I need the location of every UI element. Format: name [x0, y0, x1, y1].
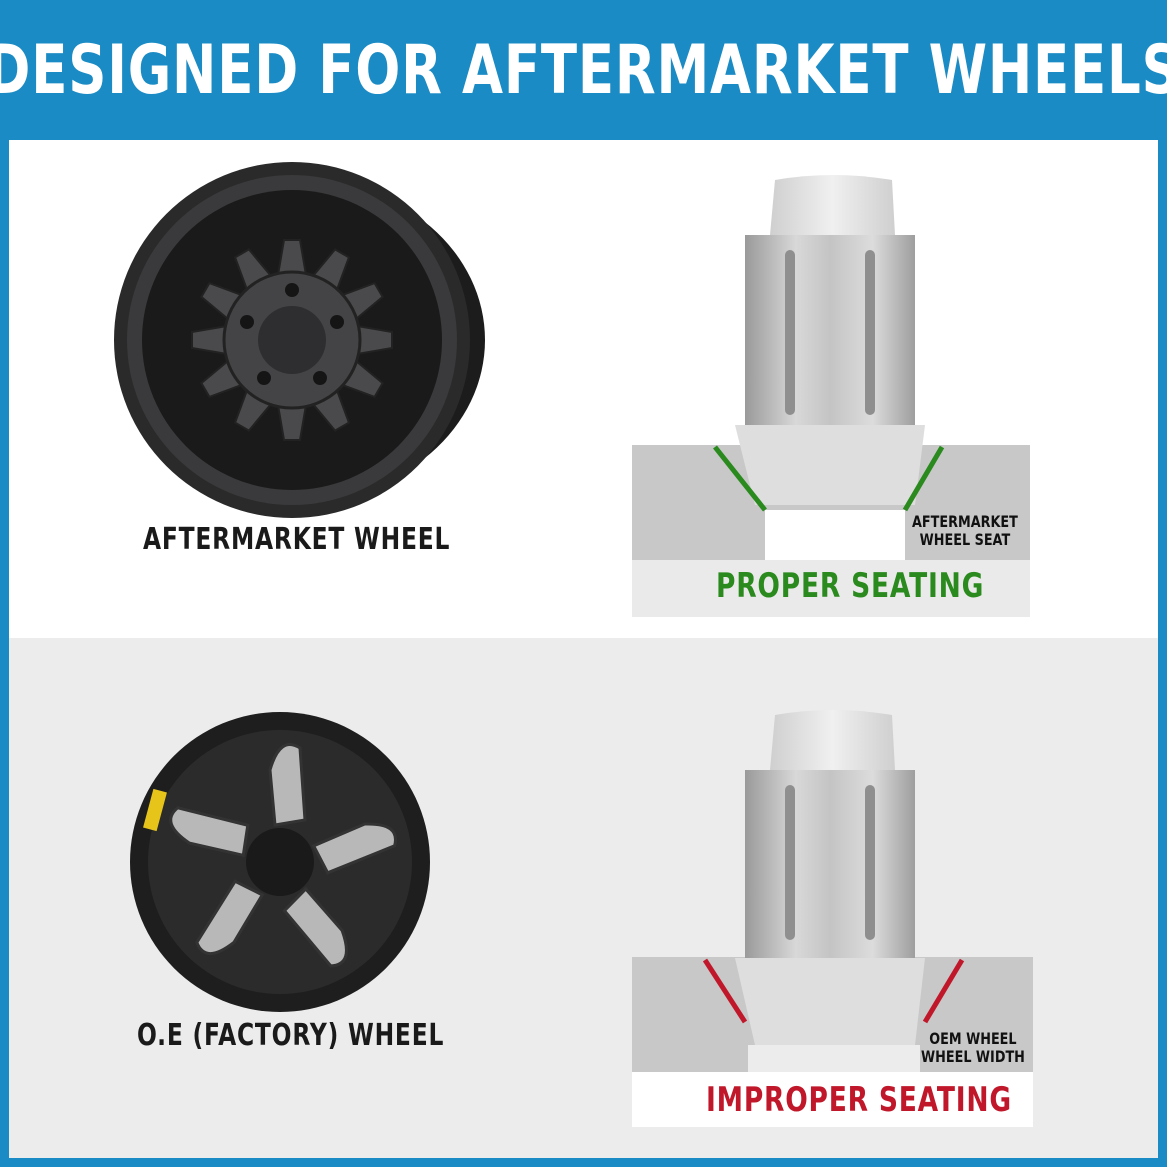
header: DESIGNED FOR AFTERMARKET WHEELS: [0, 0, 1167, 140]
improper-seating-diagram: [632, 710, 1033, 1127]
improper-seating-status: IMPROPER SEATING: [706, 1080, 1012, 1120]
proper-seating-diagram: [632, 175, 1030, 617]
aftermarket-seat-label: AFTERMARKET WHEEL SEAT: [912, 513, 1018, 549]
oem-wheel-label: O.E (FACTORY) WHEEL: [137, 1018, 445, 1053]
page-title: DESIGNED FOR AFTERMARKET WHEELS: [0, 30, 1167, 110]
seat-label-line1: OEM WHEEL: [929, 1029, 1017, 1048]
seat-label-line1: AFTERMARKET: [912, 512, 1018, 531]
oem-wheel-image: [130, 712, 430, 1012]
oem-seat-label: OEM WHEEL WHEEL WIDTH: [921, 1030, 1025, 1066]
seat-label-line2: WHEEL WIDTH: [921, 1047, 1025, 1066]
aftermarket-wheel-label: AFTERMARKET WHEEL: [143, 522, 451, 557]
proper-seating-status: PROPER SEATING: [716, 566, 985, 606]
aftermarket-wheel-image: [114, 162, 485, 518]
seat-label-line2: WHEEL SEAT: [919, 530, 1011, 549]
